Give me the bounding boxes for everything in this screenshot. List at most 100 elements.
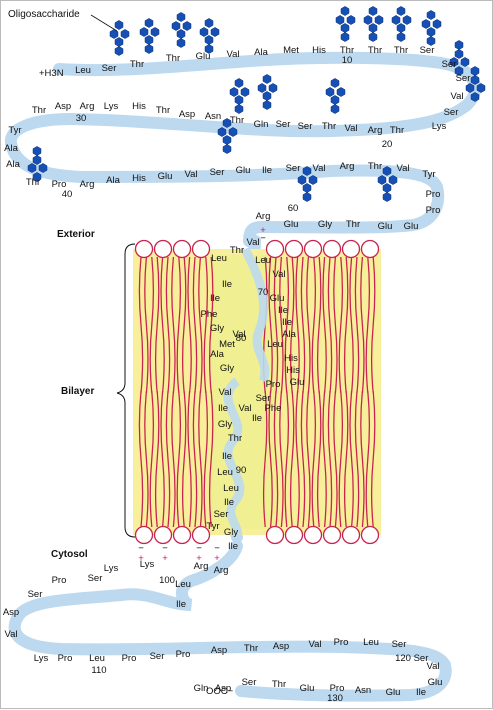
sugar-residue bbox=[32, 155, 42, 165]
sugar-residue bbox=[454, 66, 464, 76]
residue-label: Thr bbox=[230, 245, 244, 256]
helix-ribbon-lower bbox=[223, 377, 245, 539]
residue-label: Ser bbox=[150, 651, 165, 662]
residue-number: 20 bbox=[382, 139, 393, 150]
residue-label: Val bbox=[238, 403, 251, 414]
residue-label: Ile bbox=[228, 541, 238, 552]
oligosaccharide-label: Oligosaccharide bbox=[8, 9, 80, 20]
sugar-residue bbox=[199, 27, 209, 37]
sugar-residue bbox=[391, 15, 401, 25]
residue-label: Ser bbox=[242, 677, 257, 688]
cytosol-label: Cytosol bbox=[51, 549, 88, 560]
residue-label: Gly bbox=[210, 323, 225, 334]
residue-label: Met bbox=[219, 339, 235, 350]
lipid-head-outer bbox=[265, 239, 285, 259]
residue-label: His bbox=[132, 101, 146, 112]
sugar-residue bbox=[396, 23, 406, 33]
sugar-residue bbox=[470, 75, 480, 85]
residue-label: Arg bbox=[368, 125, 383, 136]
residue-label: Arg bbox=[340, 161, 355, 172]
residue-number: 60 bbox=[288, 203, 299, 214]
residue-label: Thr bbox=[156, 105, 170, 116]
lipid-tail bbox=[370, 256, 376, 528]
lipid-head-inner bbox=[265, 525, 285, 545]
sugar-residue bbox=[222, 118, 232, 128]
sugar-residue bbox=[38, 163, 48, 173]
helix-ribbon bbox=[240, 246, 270, 383]
sugar-residue bbox=[330, 95, 340, 105]
lipid-head-inner bbox=[360, 525, 380, 545]
sugar-residue bbox=[120, 29, 130, 39]
lipid-head-outer bbox=[172, 239, 192, 259]
residue-label: Thr bbox=[228, 433, 242, 444]
residue-label: Asn bbox=[355, 685, 371, 696]
sugar-residue bbox=[340, 23, 350, 33]
residue-label: Pro bbox=[334, 637, 349, 648]
residue-label: Thr bbox=[346, 219, 360, 230]
residue-label: Glu bbox=[284, 219, 299, 230]
residue-label: Ile bbox=[218, 403, 228, 414]
lipid-tail bbox=[187, 256, 192, 528]
sugar-residue bbox=[449, 57, 459, 67]
sugar-residue bbox=[109, 29, 119, 39]
lipid-tail bbox=[149, 256, 155, 528]
lipid-tail bbox=[192, 256, 198, 528]
residue-label: Met bbox=[283, 45, 299, 56]
c-terminus-label: OOC− bbox=[206, 686, 234, 697]
positive-charge: + bbox=[260, 225, 266, 236]
residue-number: 130 bbox=[327, 693, 343, 704]
lipid-tail bbox=[300, 256, 306, 528]
lipid-tail bbox=[279, 256, 284, 528]
residue-label: Ser bbox=[102, 63, 117, 74]
residue-label: Val bbox=[272, 269, 285, 280]
residue-number: 120 bbox=[395, 653, 411, 664]
sugar-residue bbox=[262, 100, 272, 110]
residue-label: Ser bbox=[298, 121, 313, 132]
sugar-residue bbox=[32, 146, 42, 156]
residue-label: Tyr bbox=[422, 169, 435, 180]
sugar-residue bbox=[396, 6, 406, 16]
residue-label: Glu bbox=[236, 165, 251, 176]
residue-label: Ser bbox=[456, 73, 471, 84]
lipid-head-outer bbox=[303, 239, 323, 259]
sugar-residue bbox=[426, 27, 436, 37]
lipid-head-outer bbox=[322, 239, 342, 259]
residue-label: Val bbox=[396, 163, 409, 174]
residue-label: Ala bbox=[282, 329, 296, 340]
sugar-residue bbox=[114, 46, 124, 56]
sugar-residue bbox=[368, 32, 378, 42]
sugar-residue bbox=[240, 87, 250, 97]
residue-label: Leu bbox=[223, 483, 239, 494]
residue-label: Ser bbox=[392, 639, 407, 650]
sugar-residue bbox=[432, 19, 442, 29]
sugar-residue bbox=[470, 66, 480, 76]
residue-label: Val bbox=[218, 387, 231, 398]
residue-label: Ile bbox=[176, 599, 186, 610]
residue-label: Val bbox=[184, 169, 197, 180]
residue-label: Thr bbox=[230, 115, 244, 126]
residue-label: His bbox=[312, 45, 326, 56]
sugar-residue bbox=[27, 163, 37, 173]
residue-label: Phe bbox=[201, 309, 218, 320]
sugar-residue bbox=[262, 91, 272, 101]
sugar-residue bbox=[222, 135, 232, 145]
sugar-residue bbox=[368, 23, 378, 33]
sugar-residue bbox=[144, 35, 154, 45]
residue-number: 30 bbox=[76, 113, 87, 124]
residue-label: Asp bbox=[55, 101, 71, 112]
residue-label: Glu bbox=[404, 221, 419, 232]
residue-label: Thr bbox=[368, 45, 382, 56]
residue-label: Glu bbox=[386, 687, 401, 698]
sugar-residue bbox=[204, 35, 214, 45]
residue-label: Ala bbox=[106, 175, 120, 186]
sugar-residue bbox=[335, 15, 345, 25]
residue-label: Val bbox=[4, 629, 17, 640]
lipid-tail bbox=[349, 256, 354, 528]
residue-label: Glu bbox=[158, 171, 173, 182]
residue-number: 10 bbox=[342, 55, 353, 66]
residue-label: Thr bbox=[32, 105, 46, 116]
lipid-tail bbox=[171, 256, 176, 528]
residue-label: Lys bbox=[104, 101, 119, 112]
